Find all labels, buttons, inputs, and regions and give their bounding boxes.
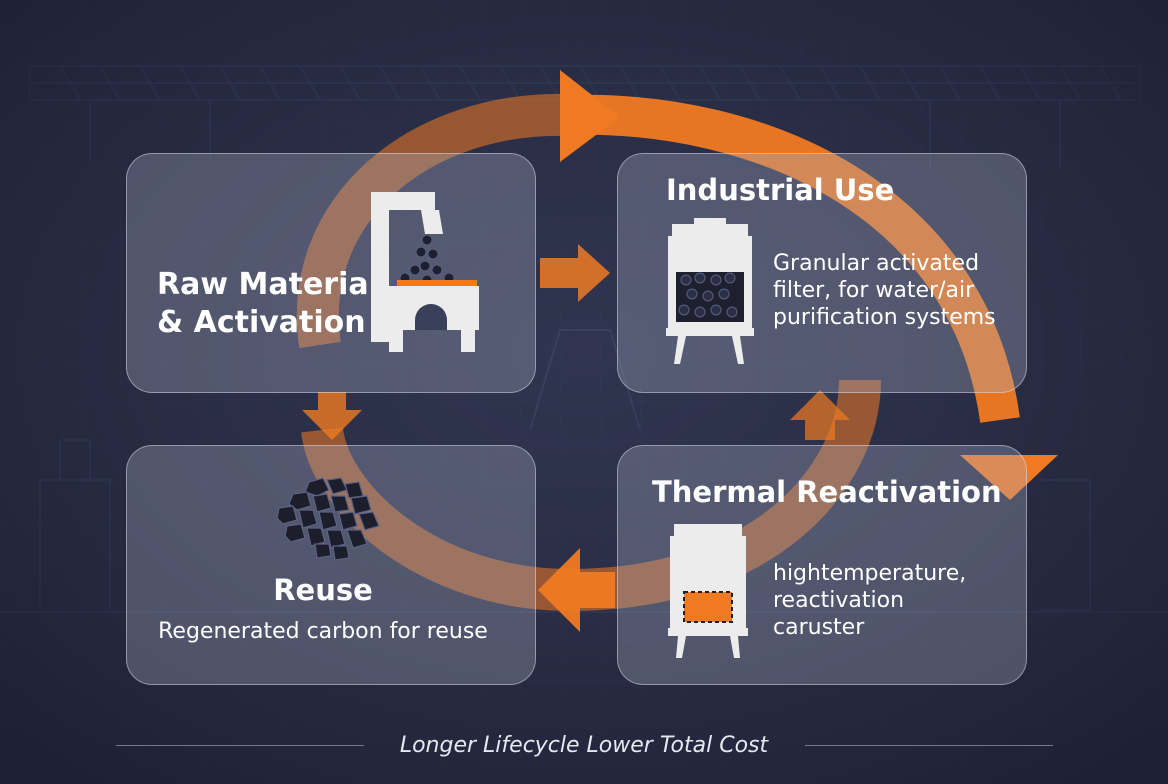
reuse-description: Regenerated carbon for reuse: [158, 619, 488, 644]
activation-hopper-icon: [371, 192, 479, 352]
reuse-title: Reuse: [273, 573, 373, 607]
carbon-pile-icon: [276, 477, 380, 561]
reactivation-furnace-icon: [668, 524, 748, 658]
card-reuse: Reuse Regenerated carbon for reuse: [126, 445, 536, 685]
industrial-use-title: Industrial Use: [666, 173, 895, 207]
footer-divider-left: [116, 745, 364, 746]
thermal-reactivation-title: Thermal Reactivation: [652, 475, 1002, 509]
raw-material-title: Raw Material & Activation: [157, 267, 379, 340]
industrial-use-description: Granular activated filter, for water/air…: [773, 251, 996, 330]
footer-divider-right: [805, 745, 1053, 746]
filter-tank-icon: [666, 218, 754, 364]
card-industrial-use: Industrial Use Granular activated filter…: [617, 153, 1027, 393]
thermal-reactivation-description: hightemperature, reactivation caruster: [773, 561, 967, 640]
footer-tagline: Longer Lifecycle Lower Total Cost: [399, 733, 769, 758]
card-raw-material: Raw Material & Activation: [126, 153, 536, 393]
card-thermal-reactivation: Thermal Reactivation hightemperature, re…: [617, 445, 1027, 685]
